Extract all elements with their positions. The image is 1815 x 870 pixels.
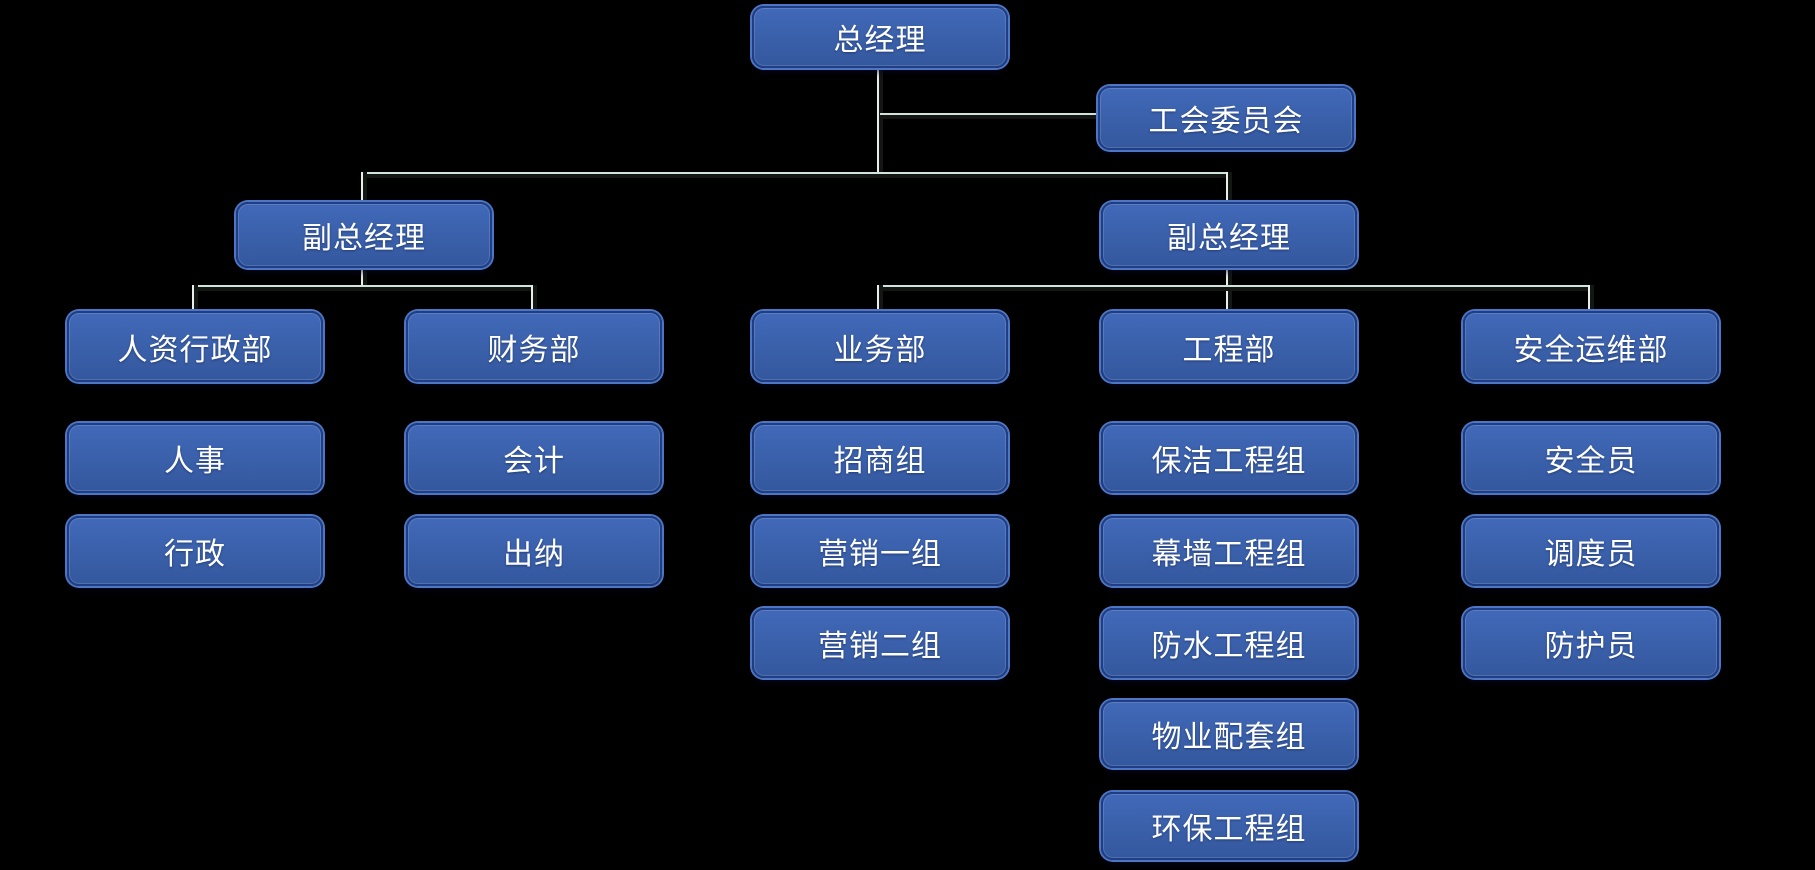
connector-bus-left [192,285,537,291]
connector-drop-hr-admin [192,285,198,313]
box-deputy-left[interactable]: 副总经理 [236,202,492,268]
box-union-committee[interactable]: 工会委员会 [1098,86,1354,150]
box-team-cleaning-eng[interactable]: 保洁工程组 [1101,423,1357,493]
box-team-curtainwall-eng[interactable]: 幕墙工程组 [1101,516,1357,586]
connector-trunk-root [877,66,883,178]
box-team-safety-officer[interactable]: 安全员 [1463,423,1719,493]
box-general-manager[interactable]: 总经理 [752,6,1008,68]
connector-bus-top [361,172,1232,178]
box-deputy-right[interactable]: 副总经理 [1101,202,1357,268]
box-team-property-support[interactable]: 物业配套组 [1101,700,1357,768]
box-team-marketing-1[interactable]: 营销一组 [752,516,1008,586]
box-team-accounting[interactable]: 会计 [406,423,662,493]
box-dept-hr-admin[interactable]: 人资行政部 [67,311,323,382]
box-team-environmental-eng[interactable]: 环保工程组 [1101,792,1357,860]
connector-drop-business [877,285,883,313]
box-dept-business[interactable]: 业务部 [752,311,1008,382]
box-team-administration[interactable]: 行政 [67,516,323,586]
box-team-cashier[interactable]: 出纳 [406,516,662,586]
connector-stub-deputy-left [361,266,367,287]
connector-drop-safety-ops [1588,285,1594,313]
box-dept-safety-ops[interactable]: 安全运维部 [1463,311,1719,382]
box-team-waterproof-eng[interactable]: 防水工程组 [1101,608,1357,678]
box-team-investment[interactable]: 招商组 [752,423,1008,493]
box-team-personnel[interactable]: 人事 [67,423,323,493]
box-team-protection-officer[interactable]: 防护员 [1463,608,1719,678]
connector-stub-union [880,113,1102,119]
connector-bus-right [877,285,1594,291]
box-dept-engineering[interactable]: 工程部 [1101,311,1357,382]
connector-drop-finance [531,285,537,313]
connector-drop-deputy-left [361,172,367,206]
box-team-dispatcher[interactable]: 调度员 [1463,516,1719,586]
box-team-marketing-2[interactable]: 营销二组 [752,608,1008,678]
connector-drop-deputy-right [1226,172,1232,206]
box-dept-finance[interactable]: 财务部 [406,311,662,382]
